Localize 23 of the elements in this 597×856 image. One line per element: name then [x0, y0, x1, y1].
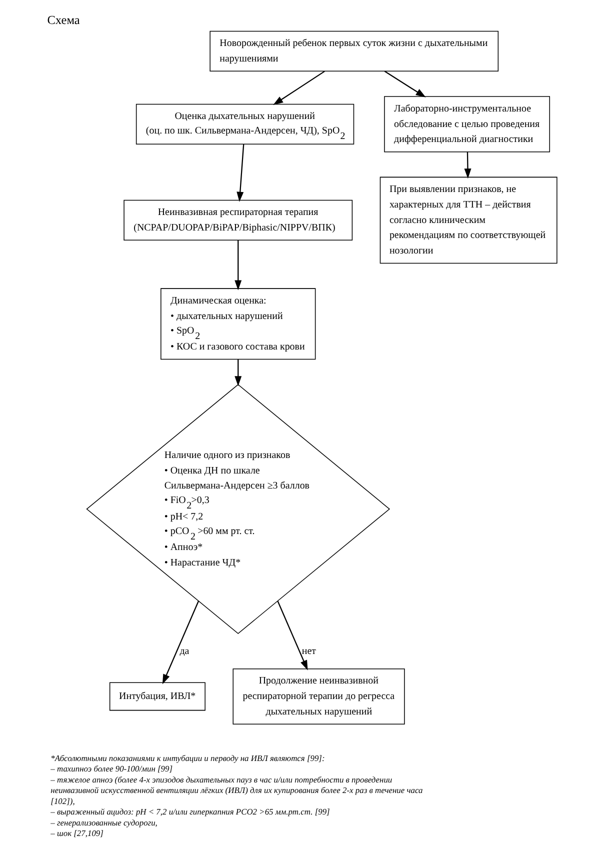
arrow	[234, 359, 242, 386]
arrow	[162, 600, 199, 684]
label: – генерализованные судороги,	[50, 817, 157, 828]
node-box: При выявлении признаков, не характерных для ТТН – действия согласно клиническим рекомендациям по соответствующей нозологии	[379, 176, 557, 264]
arrow	[236, 144, 244, 202]
label: – шок [27,109]	[50, 828, 103, 838]
label: – тахипноэ более 90-100/мин [99]	[50, 764, 172, 774]
arrow	[234, 240, 242, 290]
label: – выраженный ацидоз: pH < 7,2 и/или гиперкапния PCO2 >65 мм.рт.ст. [99]	[50, 806, 330, 817]
node-box: Неинвазивная респираторная терапия (NCPAP/DUOPAP/BiPAP/Biphasic/NIPPV/ВПК)	[123, 200, 352, 241]
diagram-title: Схема	[46, 13, 80, 28]
label: – тяжелое апноэ (более 4-х эпизодов дыхательных пауз в час и/или потребности в проведении неинвазивной искусственной вентиляции лёгких (ИВЛ) для их купирования более 2-х раз в течение часа [102]),	[50, 774, 422, 806]
label: *Абсолютными показаниями к интубации и перводу на ИВЛ являются [99]:	[50, 752, 324, 763]
edge-label: нет	[301, 646, 316, 657]
node-box: Продолжение неинвазивной респираторной терапии до регресса дыхательных нарушений	[232, 668, 404, 725]
node-box: Новорожденный ребенок первых суток жизни с дыхательными нарушениями	[209, 30, 498, 72]
node-box: Интубация, ИВЛ*	[108, 682, 205, 711]
arrow	[276, 600, 308, 670]
edge-label: да	[179, 646, 189, 657]
arrow	[272, 70, 324, 105]
arrow	[464, 152, 471, 179]
arrow	[384, 70, 426, 98]
node-box: Лабораторно-инструментальное обследование с целью проведения дифференциальной диагностики	[384, 96, 550, 152]
